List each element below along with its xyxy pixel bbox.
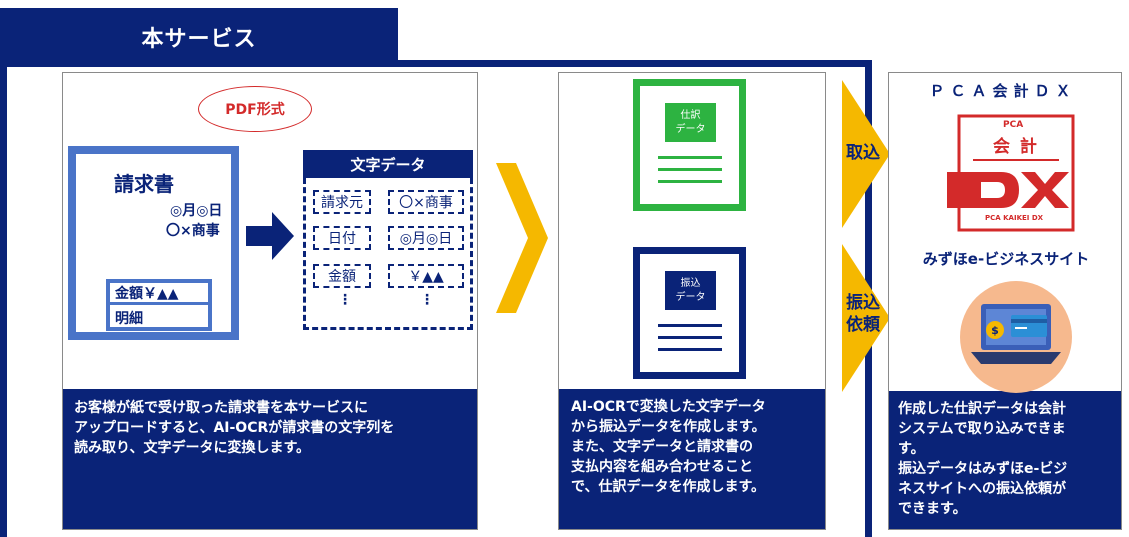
systems-description-panel <box>889 391 1121 529</box>
journal-line <box>658 168 722 171</box>
transfer-line <box>658 348 722 351</box>
text-data-header: 文字データ <box>303 150 473 178</box>
transfer-label-line1: 振込 <box>680 277 701 289</box>
convert-arrow-icon <box>246 212 294 260</box>
pca-kaikei-dx-logo: PCA 会 計 PCA KAIKEI DX <box>945 114 1077 232</box>
transfer-data-label: 振込 データ <box>665 271 716 310</box>
text-data-box: 請求元 〇×商事 日付 ◎月◎日 金額 ￥▲▲ ⋮ ⋮ <box>303 178 473 330</box>
invoice-amount-box: 金額￥▲▲ 明細 <box>106 279 212 331</box>
invoice-company: 〇×商事 <box>166 223 220 239</box>
pca-title: ＰＣＡ会計ＤＸ <box>929 82 1077 100</box>
journal-line <box>658 156 722 159</box>
transfer-request-line1: 振込 <box>846 293 880 313</box>
invoice-detail: 明細 <box>115 311 143 327</box>
journal-data-document: 仕訳 データ <box>633 79 746 211</box>
journal-label-line2: データ <box>675 123 706 135</box>
output-description-panel <box>559 389 825 529</box>
import-label: 取込 <box>846 143 880 163</box>
invoice-amount: 金額￥▲▲ <box>110 283 208 305</box>
transfer-request-line2: 依頼 <box>846 315 880 335</box>
transfer-line <box>658 324 722 327</box>
field-billing-source-value: 〇×商事 <box>388 190 464 214</box>
ellipsis-left: ⋮ <box>338 292 352 308</box>
mizuho-title: みずほe-ビジネスサイト <box>922 250 1090 268</box>
invoice-document: 請求書 ◎月◎日 〇×商事 金額￥▲▲ 明細 <box>68 146 239 340</box>
flow-arrow-icon <box>496 163 548 313</box>
journal-data-label: 仕訳 データ <box>665 103 716 142</box>
field-amount-value: ￥▲▲ <box>388 264 464 288</box>
transfer-request-label: 振込 依頼 <box>846 292 880 336</box>
svg-text:$: $ <box>991 324 999 337</box>
laptop-card-icon: $ <box>960 281 1072 393</box>
field-date-value: ◎月◎日 <box>388 226 464 250</box>
field-billing-source-label: 請求元 <box>313 190 371 214</box>
transfer-data-document: 振込 データ <box>633 247 746 379</box>
invoice-title: 請求書 <box>114 172 174 196</box>
input-description: お客様が紙で受け取った請求書を本サービスに アップロードすると、AI-OCRが請… <box>74 400 395 456</box>
pca-logo-top: PCA <box>1003 120 1024 130</box>
systems-card <box>888 72 1122 530</box>
pca-logo-bottom: PCA KAIKEI DX <box>985 214 1044 222</box>
import-arrow-icon <box>842 80 890 228</box>
input-description-panel <box>63 389 477 529</box>
invoice-date: ◎月◎日 <box>170 203 223 219</box>
service-title-tab: 本サービス <box>0 8 398 66</box>
ellipsis-right: ⋮ <box>420 292 434 308</box>
pca-logo-main: 会 計 <box>993 137 1039 157</box>
journal-line <box>658 180 722 183</box>
transfer-line <box>658 336 722 339</box>
field-date-label: 日付 <box>313 226 371 250</box>
systems-description: 作成した仕訳データは会計 システムで取り込みできま す。 振込データはみずほe-… <box>898 401 1068 517</box>
field-amount-label: 金額 <box>313 264 371 288</box>
journal-label-line1: 仕訳 <box>680 109 701 121</box>
pdf-format-oval: PDF形式 <box>198 86 312 132</box>
output-description: AI-OCRで変換した文字データ から振込データを作成します。 また、文字データ… <box>571 399 766 495</box>
transfer-request-arrow-icon <box>842 244 890 392</box>
transfer-label-line2: データ <box>675 291 706 303</box>
